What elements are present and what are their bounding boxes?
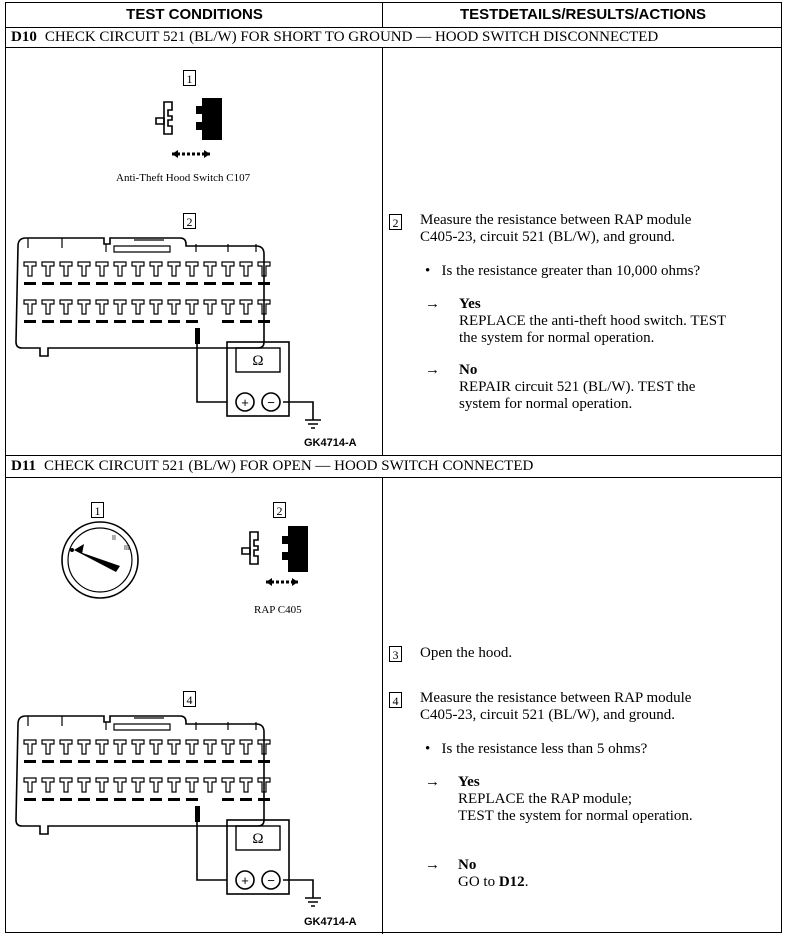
step-code: D10 — [11, 29, 37, 45]
step-number: 4 — [389, 692, 402, 708]
connector-caption: RAP C405 — [254, 604, 302, 616]
svg-text:II: II — [112, 535, 116, 542]
svg-text:−: − — [267, 395, 275, 410]
step-instruction: Measure the resistance between RAP modul… — [420, 212, 692, 245]
meter-ohm-symbol: Ω — [252, 831, 263, 847]
rap-connector-c405-diagram: Ω + − — [15, 237, 321, 429]
arrow-icon: → — [425, 774, 440, 790]
callout-1: 1 — [183, 70, 196, 86]
divider — [6, 455, 781, 456]
callout-2: 2 — [273, 502, 286, 518]
callout-4: 4 — [183, 691, 196, 707]
callout-2: 2 — [183, 213, 196, 229]
step-number: 2 — [389, 214, 402, 230]
svg-text:III: III — [124, 545, 130, 552]
cross-reference-link: D12 — [498, 874, 525, 890]
svg-text:+: + — [241, 873, 249, 888]
rap-connector-icon — [241, 526, 308, 586]
yes-result: Yes REPLACE the RAP module; TEST the sys… — [458, 774, 693, 824]
arrow-icon: → — [425, 296, 440, 312]
bullet-question: • Is the resistance less than 5 ohms? — [425, 741, 648, 757]
no-result: No REPAIR circuit 521 (BL/W). TEST the s… — [459, 362, 696, 412]
divider — [6, 477, 781, 478]
column-divider — [382, 477, 383, 934]
figure-code: GK4714-A — [304, 437, 357, 449]
header-test-conditions: TEST CONDITIONS — [126, 6, 263, 23]
step-instruction: Open the hood. — [420, 645, 513, 661]
figure-code: GK4714-A — [304, 916, 357, 928]
svg-text:+: + — [241, 395, 249, 410]
arrow-icon: → — [425, 362, 440, 378]
meter-ohm-symbol: Ω — [252, 353, 263, 369]
step-title: CHECK CIRCUIT 521 (BL/W) FOR SHORT TO GR… — [44, 29, 659, 45]
step-code: D11 — [11, 458, 37, 474]
test-table: TEST CONDITIONS TESTDETAILS/RESULTS/ACTI… — [5, 2, 782, 934]
step-title: CHECK CIRCUIT 521 (BL/W) FOR OPEN — HOOD… — [44, 458, 534, 474]
yes-result: Yes REPLACE the anti-theft hood switch. … — [459, 296, 727, 346]
header-results-actions: TESTDETAILS/RESULTS/ACTIONS — [459, 6, 707, 23]
svg-text:−: − — [267, 873, 275, 888]
arrow-icon: → — [425, 857, 440, 873]
step-instruction: Measure the resistance between RAP modul… — [420, 690, 692, 723]
column-divider — [382, 47, 383, 455]
rap-connector-c405-diagram: Ω + − — [15, 715, 321, 907]
divider — [6, 47, 781, 48]
step-d11-title-row: D11 CHECK CIRCUIT 521 (BL/W) FOR OPEN — H… — [11, 456, 533, 476]
column-divider — [382, 3, 383, 27]
switch-caption: Anti-Theft Hood Switch C107 — [116, 172, 251, 184]
callout-1: 1 — [91, 502, 104, 518]
hood-switch-connector-icon — [155, 98, 222, 158]
divider — [6, 27, 781, 28]
bullet-question: • Is the resistance greater than 10,000 … — [425, 263, 701, 279]
step-number: 3 — [389, 646, 402, 662]
step-d10-title-row: D10 CHECK CIRCUIT 521 (BL/W) FOR SHORT TO… — [11, 27, 658, 47]
no-result: No GO to D12. — [458, 857, 529, 890]
ignition-switch-icon: II III — [61, 521, 139, 599]
